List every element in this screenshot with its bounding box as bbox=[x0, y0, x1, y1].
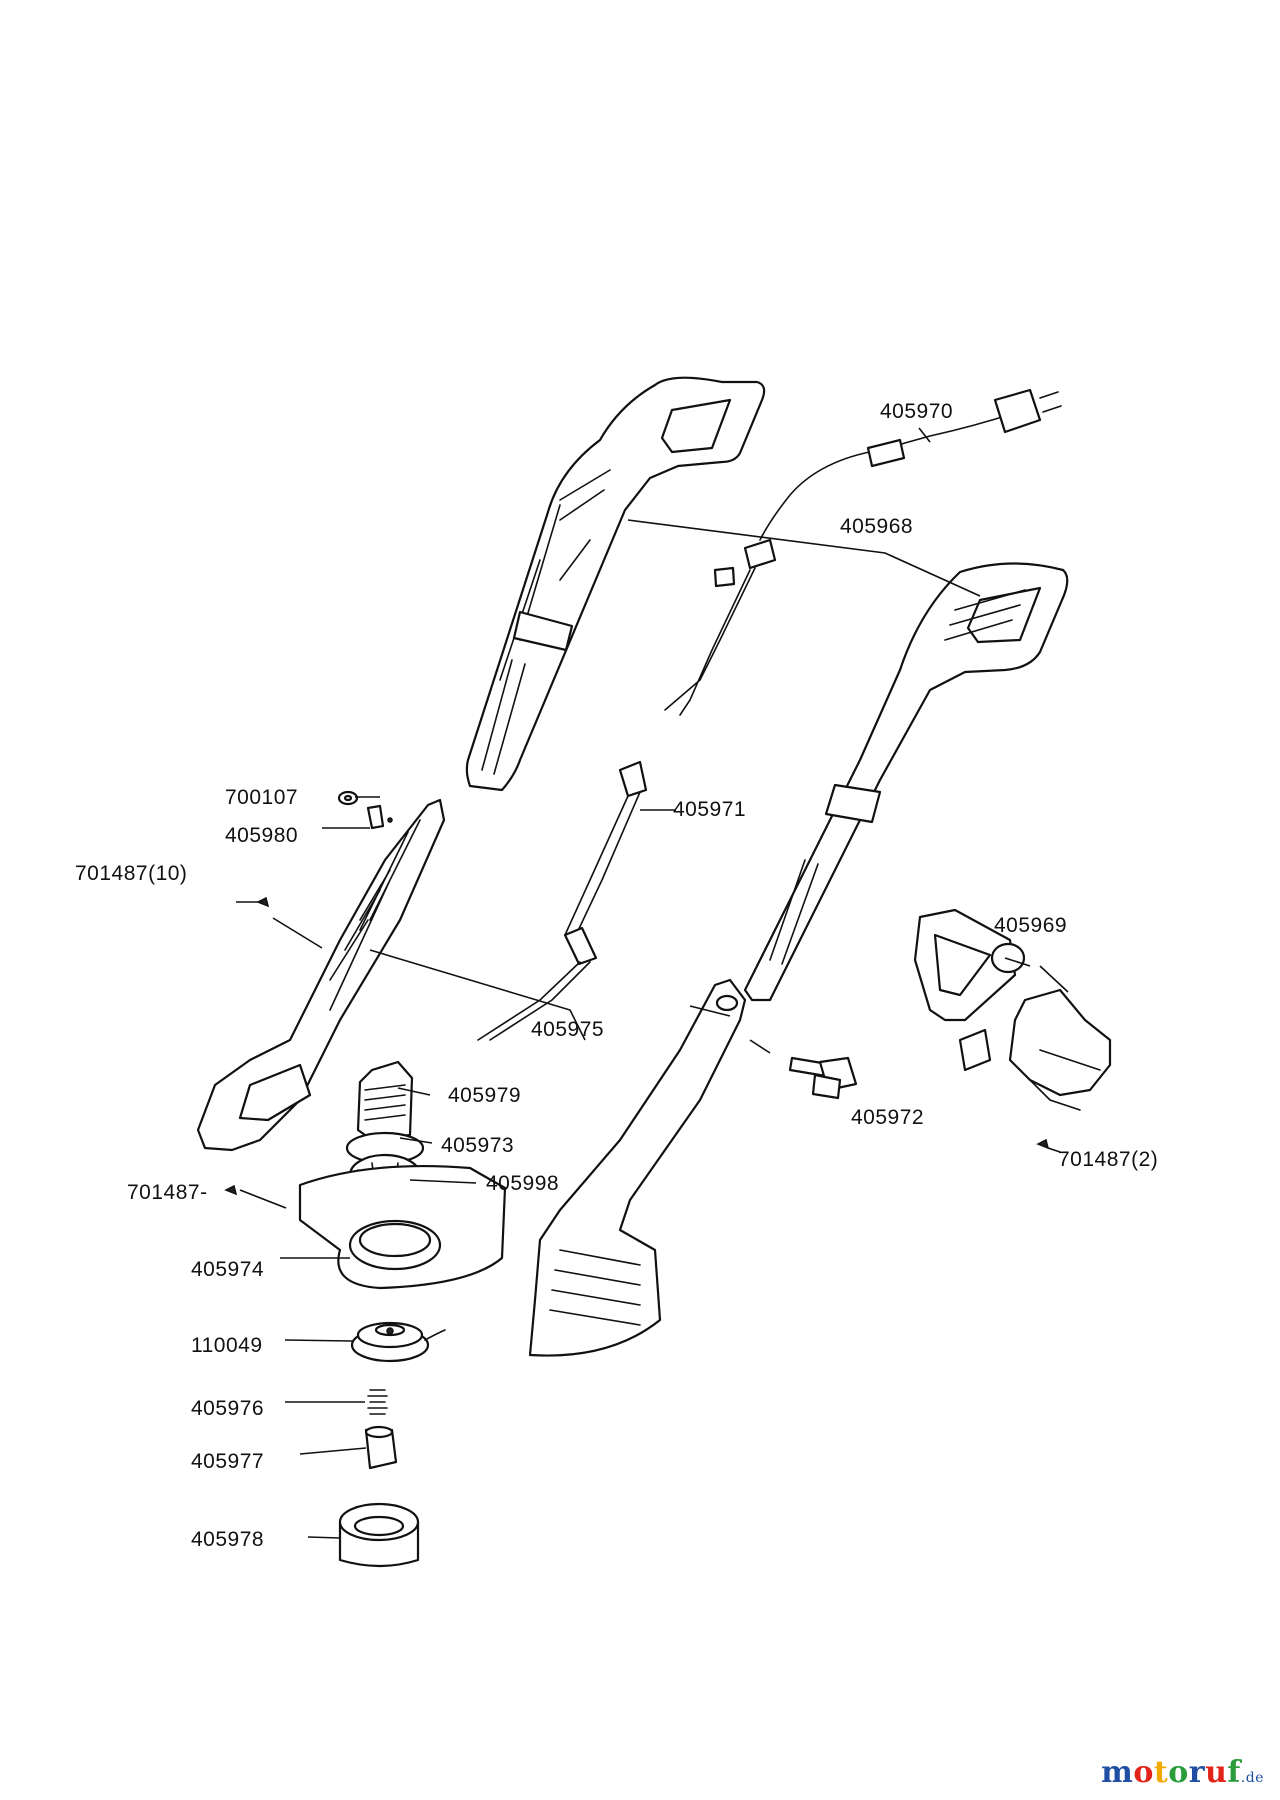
watermark-letter: u bbox=[1205, 1755, 1228, 1790]
bolt bbox=[788, 1056, 858, 1100]
watermark-letter: m bbox=[1101, 1755, 1134, 1790]
watermark-letter: r bbox=[1188, 1755, 1206, 1790]
lower-housing-front-half bbox=[528, 978, 747, 1357]
label-405973: 405973 bbox=[441, 1134, 515, 1157]
upper-handle-rear-half bbox=[465, 376, 766, 792]
label-405970: 405970 bbox=[880, 400, 954, 423]
blade-guard bbox=[298, 1164, 507, 1290]
label-405978: 405978 bbox=[191, 1528, 265, 1551]
label-405976: 405976 bbox=[191, 1397, 265, 1420]
label-405975: 405975 bbox=[531, 1018, 605, 1041]
label-701487: 701487- bbox=[127, 1181, 208, 1204]
watermark-letter: o bbox=[1168, 1755, 1189, 1790]
label-405977: 405977 bbox=[191, 1450, 265, 1473]
label-701487-2: 701487(2) bbox=[1058, 1148, 1159, 1171]
spring bbox=[367, 1389, 388, 1415]
label-405974: 405974 bbox=[191, 1258, 265, 1281]
auxiliary-handle bbox=[913, 908, 1112, 1111]
watermark-letter: o bbox=[1133, 1755, 1154, 1790]
watermark-letter: f bbox=[1227, 1755, 1241, 1790]
watermark-tld: .de bbox=[1240, 1770, 1264, 1786]
label-110049: 110049 bbox=[191, 1334, 263, 1357]
bump-knob bbox=[364, 1425, 398, 1470]
watermark-letter: t bbox=[1153, 1755, 1169, 1790]
label-405968: 405968 bbox=[840, 515, 914, 538]
nut-and-spacer bbox=[337, 790, 393, 830]
motoruf-watermark: motoruf.de bbox=[1101, 1755, 1264, 1790]
label-405969: 405969 bbox=[994, 914, 1068, 937]
screws bbox=[224, 896, 1050, 1196]
line-spool bbox=[350, 1321, 446, 1363]
power-cord bbox=[664, 388, 1062, 716]
spool-cover bbox=[338, 1502, 420, 1568]
leader-lines bbox=[236, 427, 1069, 1539]
label-700107: 700107 bbox=[225, 786, 299, 809]
handle-front-half bbox=[743, 562, 1069, 1002]
label-405980: 405980 bbox=[225, 824, 299, 847]
label-405979: 405979 bbox=[448, 1084, 522, 1107]
label-405971: 405971 bbox=[673, 798, 747, 821]
label-701487-10: 701487(10) bbox=[75, 862, 188, 885]
label-405972: 405972 bbox=[851, 1106, 925, 1129]
motor-wires bbox=[477, 760, 648, 1041]
lower-housing-rear-half bbox=[196, 798, 446, 1152]
label-405998: 405998 bbox=[486, 1172, 560, 1195]
